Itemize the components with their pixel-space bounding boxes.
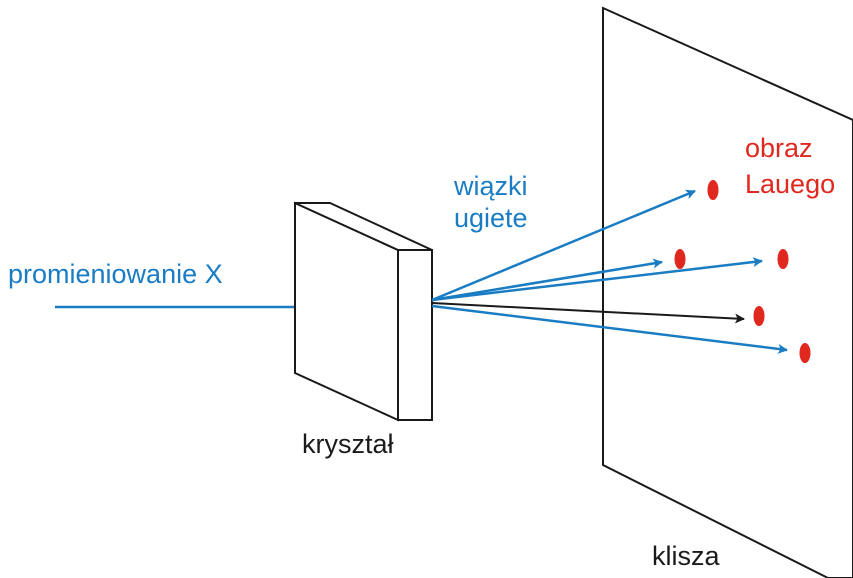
crystal-label: kryształ: [302, 429, 394, 459]
diffracted-beam-4: [431, 304, 788, 354]
laue-spot-1: [707, 180, 719, 200]
crystal-side-face: [397, 249, 433, 421]
laue-spot-2: [674, 249, 686, 269]
xray-label: promieniowanie X: [8, 259, 223, 289]
laue-pattern-label-line1: obraz: [745, 133, 813, 163]
laue-spot-4: [753, 306, 765, 326]
diffracted-beam-3: [431, 257, 763, 302]
film-plate: [602, 6, 853, 578]
diffracted-beams-label-line1: wiązki: [454, 171, 528, 201]
laue-pattern-label-line2: Lauego: [745, 169, 836, 199]
diffracted-beams-label-line2: ugiete: [454, 203, 528, 233]
film-label: klisza: [652, 541, 720, 571]
direct-beam: [431, 302, 745, 324]
diffracted-beam-2: [431, 258, 663, 302]
laue-spot-5: [799, 343, 811, 363]
laue-spot-3: [777, 249, 789, 269]
diffracted-beam-1: [431, 189, 696, 302]
